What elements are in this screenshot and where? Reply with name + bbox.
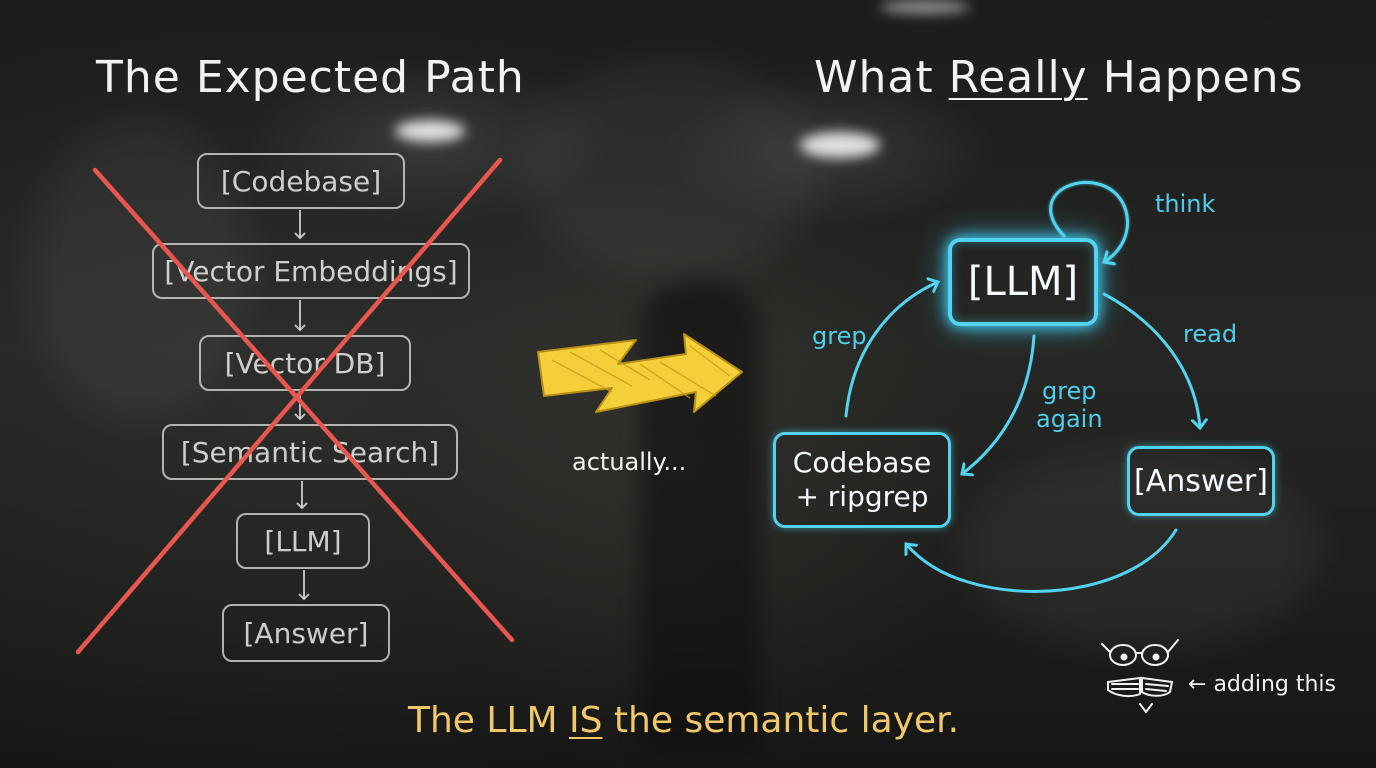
codebase-ripgrep-node: Codebase + ripgrep	[773, 432, 951, 528]
smudge	[960, 450, 1320, 650]
footer-tagline: The LLM IS the semantic layer.	[408, 700, 960, 741]
cross-out	[75, 157, 515, 655]
edge-label-grep: grep	[812, 322, 867, 350]
expected-box-llm: [LLM]	[236, 513, 370, 569]
cross-line-a	[92, 167, 515, 643]
smudge	[30, 120, 250, 420]
ripgrep-label: + ripgrep	[795, 480, 929, 513]
llm-node: [LLM]	[948, 238, 1098, 326]
edge-label-read: read	[1183, 320, 1238, 348]
codebase-label: Codebase	[792, 446, 932, 480]
right-title: What Really Happens	[814, 52, 1304, 103]
cross-line-b	[75, 157, 503, 655]
left-title: The Expected Path	[96, 52, 525, 103]
actually-label: actually...	[572, 448, 687, 476]
smudge	[520, 60, 820, 280]
answer-node: [Answer]	[1127, 446, 1275, 516]
lightning-arrow	[537, 333, 743, 413]
expected-box-vector-embeddings: [Vector Embeddings]	[152, 243, 470, 299]
expected-box-codebase: [Codebase]	[197, 153, 405, 209]
ceiling-light-glare	[395, 120, 465, 142]
glasses-doodle	[1101, 639, 1179, 714]
expected-box-answer: [Answer]	[222, 604, 390, 662]
edge-think	[1049, 181, 1129, 262]
ceiling-light-glare	[800, 132, 880, 158]
edge-answer-to-codebase	[906, 528, 1178, 593]
edge-grep	[844, 282, 938, 418]
edge-grep-again	[962, 334, 1036, 474]
expected-box-semantic-search: [Semantic Search]	[162, 424, 458, 480]
annotation-text: ← adding this	[1188, 672, 1337, 697]
edge-label-think: think	[1155, 190, 1216, 218]
ceiling-light-glare	[880, 0, 970, 14]
edge-read	[1102, 292, 1200, 428]
